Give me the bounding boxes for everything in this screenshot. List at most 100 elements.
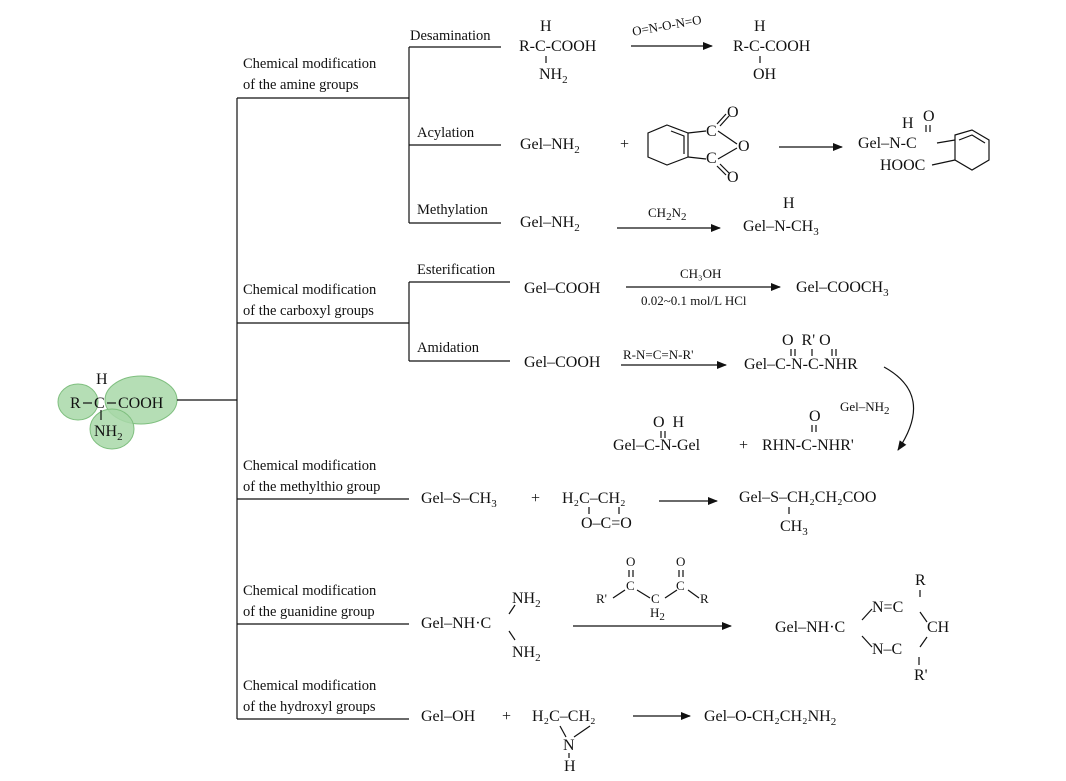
product-gel: Gel–N-C [858, 135, 917, 152]
reaction-hydroxyl: Gel–OH + H₂C–CH₂ N H Gel–O-CH₂CH₂NH2 [421, 708, 836, 775]
product-r: R [915, 572, 926, 589]
reagent-methanol: CH₃OH [680, 266, 721, 281]
lactone-top: H₂C–CH₂ [562, 490, 626, 507]
product-hooc: HOOC [880, 157, 925, 174]
sub-acylation: Acylation [417, 125, 475, 141]
second-reagent: Gel–NH2 [840, 399, 890, 417]
product-r2: R' [914, 667, 928, 684]
branch-title-line1: Chemical modification [243, 458, 377, 474]
carbonyl-o-bot: O [727, 169, 739, 186]
reactant: Gel–OH [421, 708, 476, 725]
product-n2: N–C [872, 641, 902, 658]
final-right-top: O [809, 408, 821, 425]
r-group-blob [57, 383, 99, 421]
sub-amidation: Amidation [417, 340, 480, 356]
diketone-ch2: C [651, 591, 660, 606]
branch-hydroxyl: Chemical modification of the hydroxyl gr… [243, 678, 377, 715]
reaction-methylthio: Gel–S–CH3 + H₂C–CH₂ O–C=O Gel–S–CH₂CH₂CO… [421, 489, 876, 538]
reactant-nh2: NH2 [539, 66, 568, 86]
anhydride-c2: C [706, 150, 717, 167]
reagent-carbodiimide: R-N=C=N-R' [623, 347, 693, 362]
branch-guanidine: Chemical modification of the guanidine g… [243, 583, 377, 620]
reaction-methylation: Gel–NH2 CH2N2 H Gel–N-CH3 [520, 195, 819, 238]
diketone-c1: C [626, 578, 635, 593]
aziridine-top: H₂C–CH₂ [532, 708, 596, 725]
branch-title-line2: of the methylthio group [243, 479, 380, 495]
final-left: Gel–C-N-Gel [613, 437, 701, 454]
plus: + [531, 490, 540, 507]
reactant-h: H [540, 18, 552, 35]
reaction-desamination: H R-C-COOH NH2 O=N-O-N=O H R-C-COOH OH [519, 12, 811, 86]
product-o: O [923, 108, 935, 125]
product-ch: CH [927, 619, 950, 636]
reactant: Gel–NH·C [421, 615, 491, 632]
nh2-bot: NH2 [512, 644, 541, 664]
tree-connectors [177, 46, 510, 720]
center-amino-acid: H R C COOH NH2 [57, 371, 178, 450]
center-h: H [96, 371, 108, 388]
final-left-top: O H [653, 414, 685, 431]
reagent-hcl: 0.02~0.1 mol/L HCl [641, 293, 747, 308]
product-h: H [902, 115, 914, 132]
reactant: Gel–NH2 [520, 214, 580, 234]
aziridine-h: H [564, 758, 576, 775]
reactant: R-C-COOH [519, 38, 597, 55]
reagent-n2o3: O=N-O-N=O [631, 12, 703, 39]
product: Gel–N-CH3 [743, 218, 819, 238]
reaction-esterification: Gel–COOH CH₃OH 0.02~0.1 mol/L HCl Gel–CO… [524, 266, 889, 308]
branch-title-line1: Chemical modification [243, 678, 377, 694]
nh2-top: NH2 [512, 590, 541, 610]
plus: + [620, 136, 629, 153]
center-r: R [70, 395, 81, 412]
product-ch3: CH3 [780, 518, 808, 538]
product: Gel–O-CH₂CH₂NH2 [704, 708, 836, 728]
reactant: Gel–S–CH3 [421, 490, 497, 510]
anhydride-c1: C [706, 123, 717, 140]
diketone-r1: R' [596, 591, 607, 606]
final-plus: + [739, 437, 748, 454]
branch-title-line2: of the hydroxyl groups [243, 699, 376, 715]
reactant: Gel–NH2 [520, 136, 580, 156]
diketone-o1: O [626, 554, 635, 569]
sub-desamination: Desamination [410, 28, 491, 44]
sub-methylation: Methylation [417, 202, 489, 218]
product-h: H [754, 18, 766, 35]
diketone-r2: R [700, 591, 709, 606]
lactone-bot: O–C=O [581, 515, 632, 532]
product: Gel–C-N-C-NHR [744, 356, 858, 373]
carbonyl-o-top: O [727, 104, 739, 121]
reaction-acylation: Gel–NH2 + C C O O O H O Gel–N-C HOOC [520, 104, 990, 186]
branch-title-line2: of the amine groups [243, 77, 359, 93]
rearrangement-arrow [883, 366, 915, 451]
reactant: Gel–COOH [524, 280, 601, 297]
branch-title-line1: Chemical modification [243, 282, 377, 298]
product-top: O R' O [782, 332, 831, 349]
plus: + [502, 708, 511, 725]
product-left: Gel–NH·C [775, 619, 845, 636]
product-n1: N=C [872, 599, 903, 616]
product-benzene [954, 129, 990, 171]
diketone-h2: H2 [650, 605, 665, 623]
product: Gel–S–CH₂CH₂COO [739, 489, 876, 506]
reactant: Gel–COOH [524, 354, 601, 371]
reaction-amidation: Gel–COOH R-N=C=N-R' O R' O Gel–C-N-C-NHR… [524, 332, 915, 454]
branch-title-line2: of the guanidine group [243, 604, 375, 620]
product: R-C-COOH [733, 38, 811, 55]
reagent-diazomethane: CH2N2 [648, 205, 686, 223]
branch-title-line1: Chemical modification [243, 583, 377, 599]
diketone-o2: O [676, 554, 685, 569]
aziridine-n: N [563, 737, 575, 754]
branch-methylthio: Chemical modification of the methylthio … [243, 458, 380, 495]
branch-carboxyl: Chemical modification of the carboxyl gr… [243, 262, 496, 356]
branch-title-line2: of the carboxyl groups [243, 303, 374, 319]
benzene-ring [647, 124, 689, 166]
center-nh2: NH2 [94, 423, 123, 443]
product-h: H [783, 195, 795, 212]
product-oh: OH [753, 66, 777, 83]
sub-esterification: Esterification [417, 262, 496, 278]
diketone-c2: C [676, 578, 685, 593]
center-c: C [94, 395, 105, 412]
branch-title-line1: Chemical modification [243, 56, 377, 72]
reaction-guanidine: Gel–NH·C NH2 NH2 O O C C R' R C H2 R N=C… [421, 554, 950, 684]
